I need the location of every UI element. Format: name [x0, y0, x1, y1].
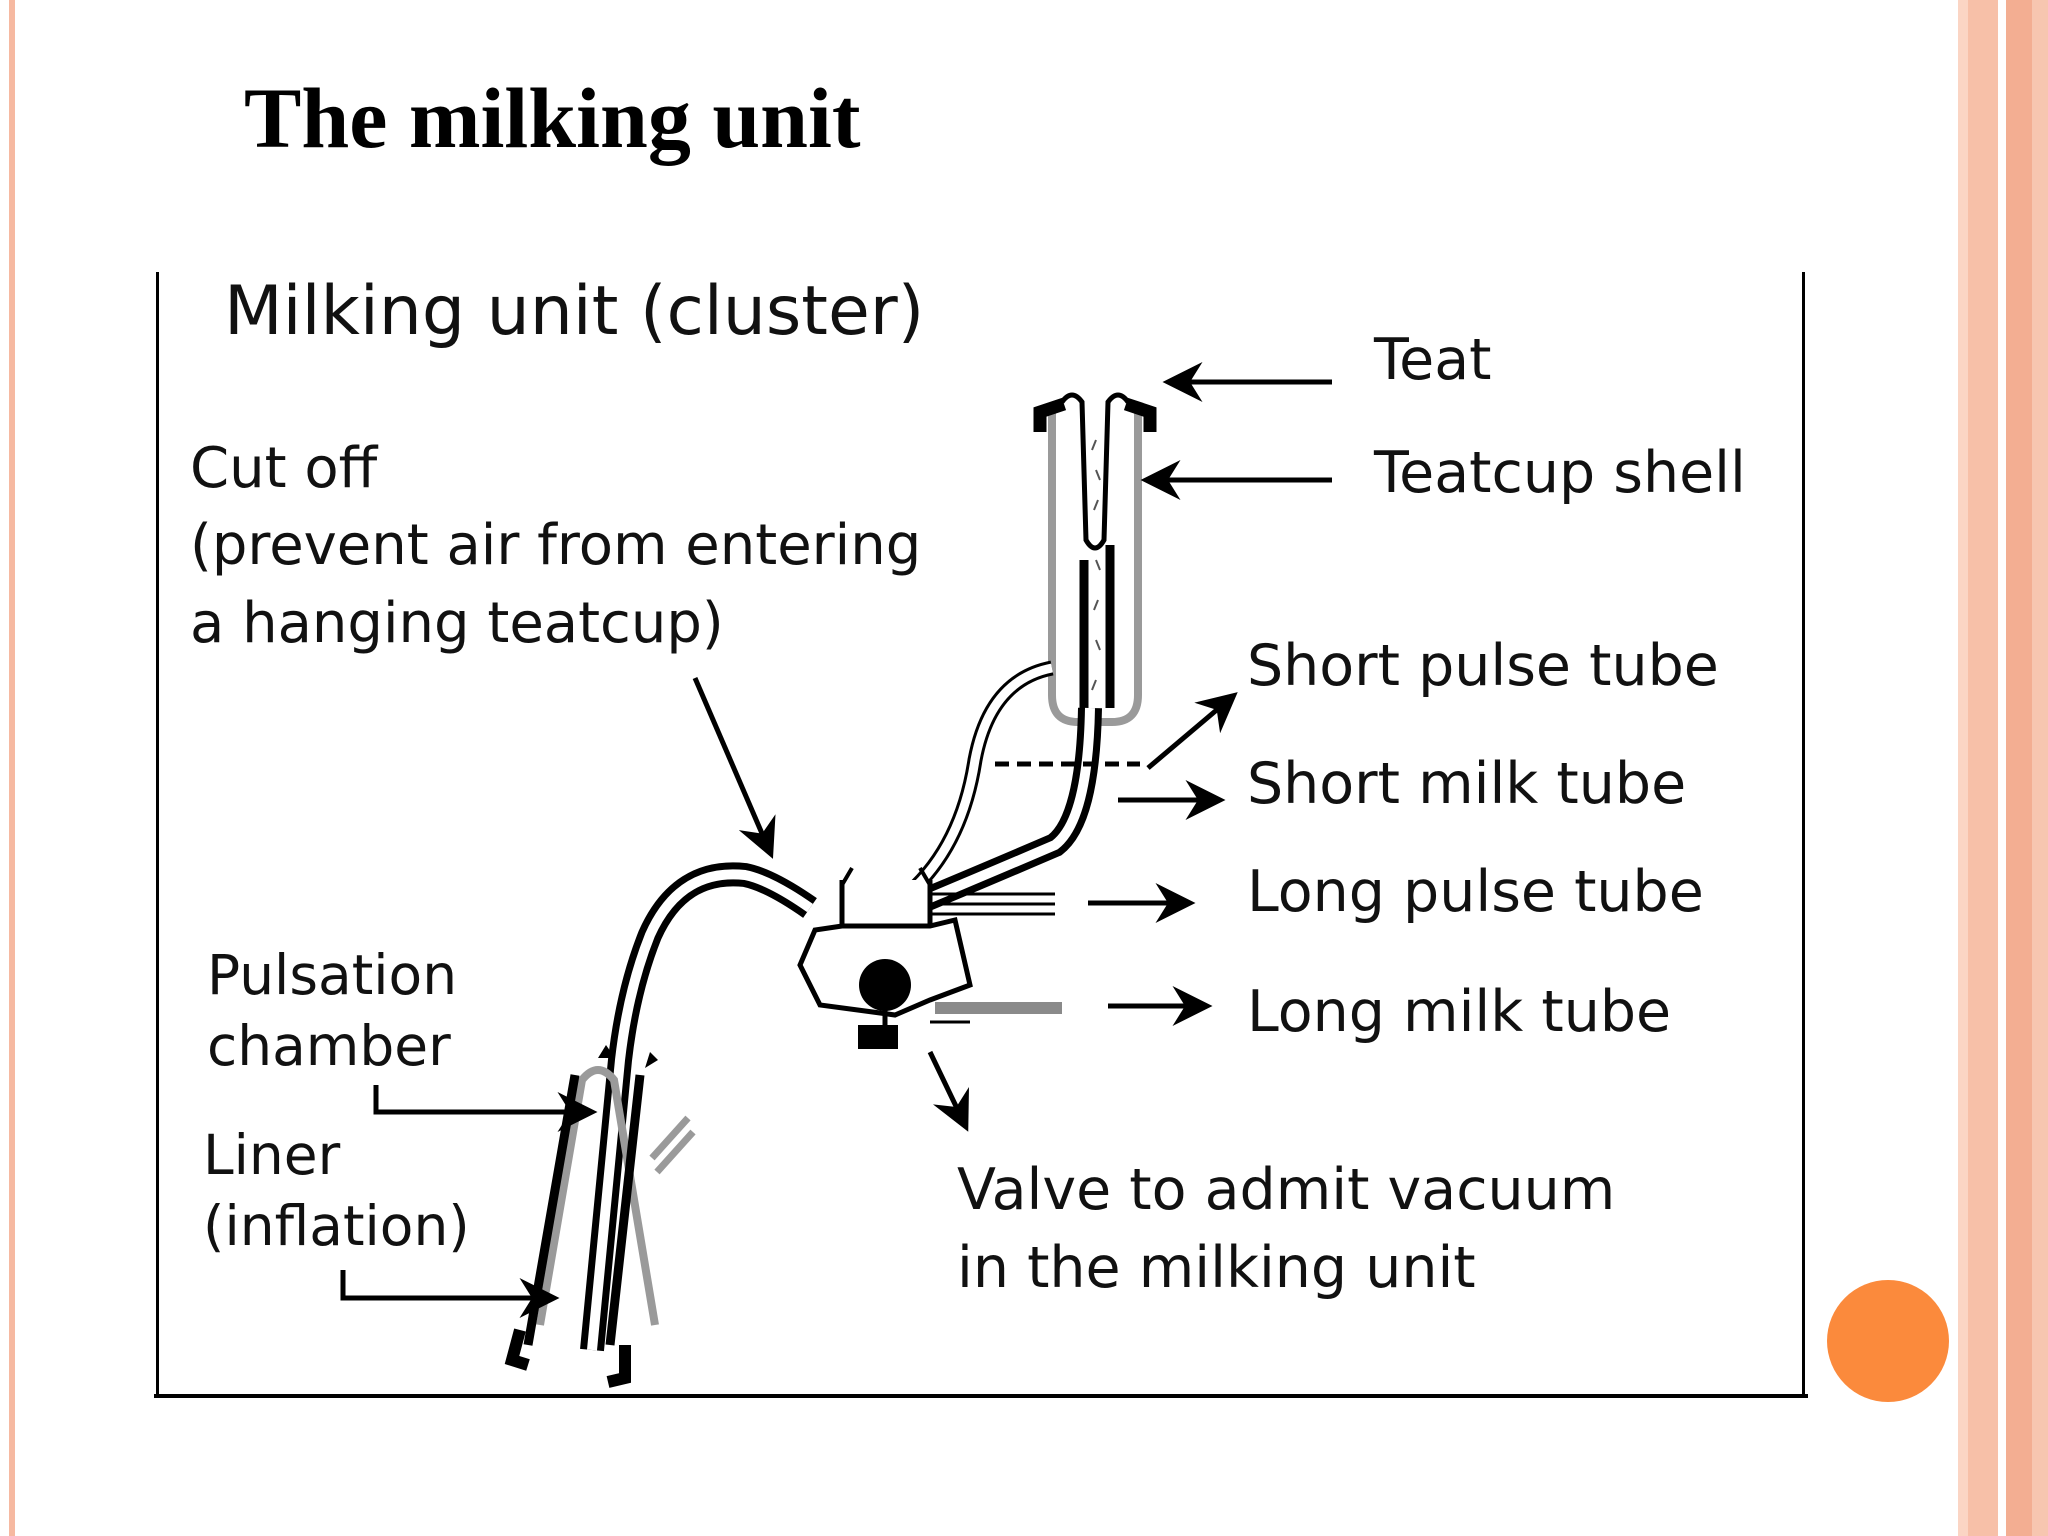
- slide-title: The milking unit: [244, 70, 861, 166]
- right-border-outer: [2032, 0, 2048, 1536]
- pulsation-chamber-label: Pulsation chamber: [207, 940, 457, 1082]
- teatcup-shell: [1033, 397, 1157, 726]
- teat-label: Teat: [1374, 327, 1492, 393]
- short-pulse-tube: [904, 660, 1054, 898]
- pulsation-chamber-arrow: [373, 1085, 598, 1132]
- long-milk-tube-hanging: [580, 862, 817, 1352]
- cut-off-line-3: a hanging teatcup): [190, 590, 724, 656]
- long-pulse-tube: [930, 892, 1055, 916]
- short-pulse-tube-label: Short pulse tube: [1247, 633, 1719, 699]
- valve-line-1: Valve to admit vacuum: [957, 1157, 1616, 1223]
- right-border-medium: [1968, 0, 1998, 1536]
- figure-frame-bottom: [154, 1394, 1808, 1398]
- long-pulse-tube-label: Long pulse tube: [1247, 859, 1704, 925]
- cut-off-line-1: Cut off: [190, 436, 378, 501]
- cut-off-label: Cut off (prevent air from entering a han…: [190, 430, 921, 662]
- left-border-stripe: [9, 0, 15, 1536]
- figure-frame-left: [156, 272, 159, 1398]
- long-milk-tube: [930, 1002, 1062, 1024]
- figure-title: Milking unit (cluster): [224, 272, 925, 351]
- teatcup-shell-label: Teatcup shell: [1374, 440, 1746, 506]
- cut-off-arrow: [692, 677, 776, 859]
- short-pulse-tube-arrow: [1146, 692, 1238, 770]
- teat: [1059, 392, 1131, 708]
- liner-arrow: [340, 1270, 560, 1318]
- right-border-light: [1958, 0, 1968, 1536]
- valve-arrow: [927, 1050, 969, 1132]
- liner-line-2: (inflation): [203, 1193, 470, 1258]
- pulsation-chamber-line-2: chamber: [207, 1013, 451, 1078]
- figure-frame-right: [1802, 272, 1805, 1398]
- accent-dot: [1827, 1280, 1949, 1402]
- pointer-arrows: [340, 362, 1332, 1318]
- pulsation-chamber-line-1: Pulsation: [207, 943, 458, 1007]
- cut-off-line-2: (prevent air from entering: [190, 513, 922, 579]
- right-border-gap: [1998, 0, 2006, 1536]
- short-milk-tube-label: Short milk tube: [1247, 751, 1687, 817]
- short-milk-tube: [920, 707, 1102, 912]
- right-border-deep: [2006, 0, 2032, 1536]
- liner-line-1: Liner: [203, 1123, 341, 1187]
- valve-line-2: in the milking unit: [957, 1234, 1476, 1301]
- long-milk-tube-label: Long milk tube: [1247, 979, 1672, 1045]
- valve-label: Valve to admit vacuum in the milking uni…: [957, 1152, 1615, 1307]
- liner-label: Liner (inflation): [203, 1120, 470, 1262]
